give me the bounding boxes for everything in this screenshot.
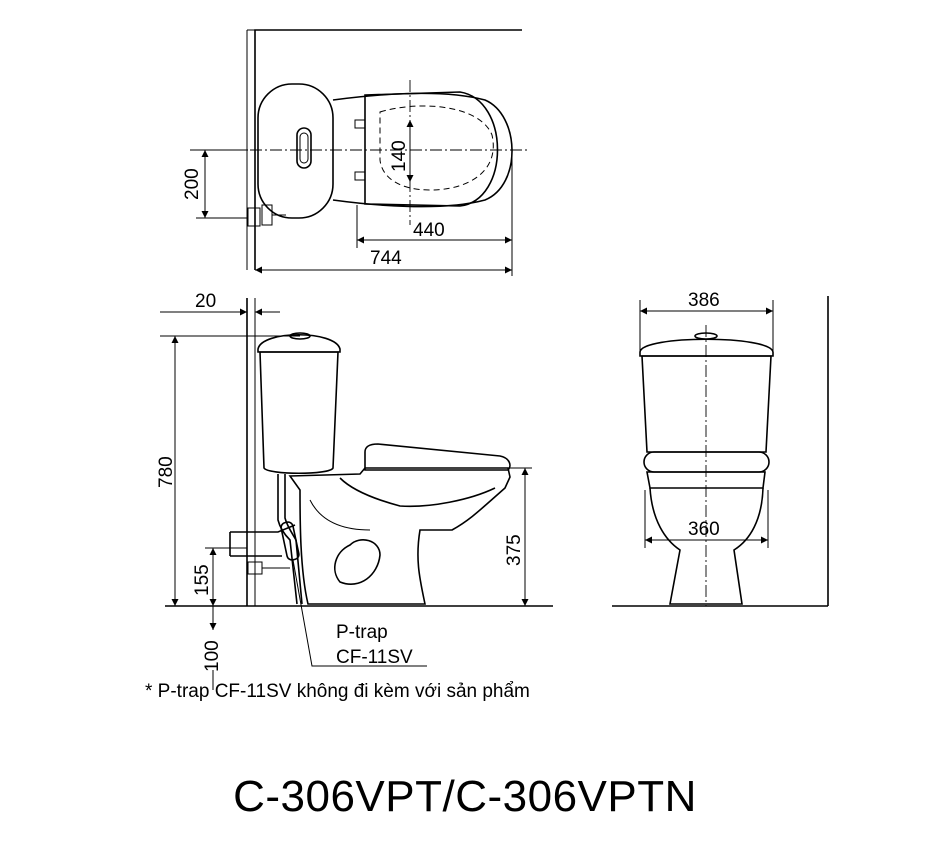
tank-body-front	[641, 355, 772, 453]
dim-360: 360	[688, 519, 720, 540]
model-title: C-306VPT/C-306VPTN	[233, 772, 697, 821]
bowl-side	[288, 467, 511, 605]
disclaimer-note: * P-trap CF-11SV không đi kèm với sản ph…	[145, 681, 530, 702]
ptrap-model: CF-11SV	[336, 647, 413, 668]
seat-front	[643, 451, 770, 473]
dim-780: 780	[156, 456, 177, 488]
side-view: 20 780 375 155 100	[156, 291, 553, 690]
dim-100: 100	[202, 640, 223, 672]
seat-outline	[364, 91, 499, 207]
tank-lid-front	[639, 338, 774, 357]
trapway	[334, 539, 381, 585]
tank-top	[257, 83, 334, 219]
top-view: 200 140 440 744	[182, 29, 528, 276]
dim-155: 155	[192, 564, 213, 596]
dim-200: 200	[182, 168, 203, 200]
dim-20: 20	[195, 291, 216, 312]
tank-lid	[257, 334, 341, 353]
dim-440: 440	[413, 220, 445, 241]
ptrap-leader	[292, 559, 427, 667]
ptrap-label: P-trap	[336, 622, 388, 643]
p-trap-component	[280, 521, 300, 561]
seat-side	[364, 443, 511, 471]
dim-140: 140	[389, 140, 410, 172]
dim-386: 386	[688, 290, 720, 311]
bowl-front	[649, 487, 764, 605]
dim-744: 744	[370, 248, 402, 269]
front-view: 386 360	[612, 290, 829, 607]
tank-body	[259, 351, 339, 474]
flush-button	[296, 127, 312, 169]
dim-375: 375	[504, 534, 525, 566]
